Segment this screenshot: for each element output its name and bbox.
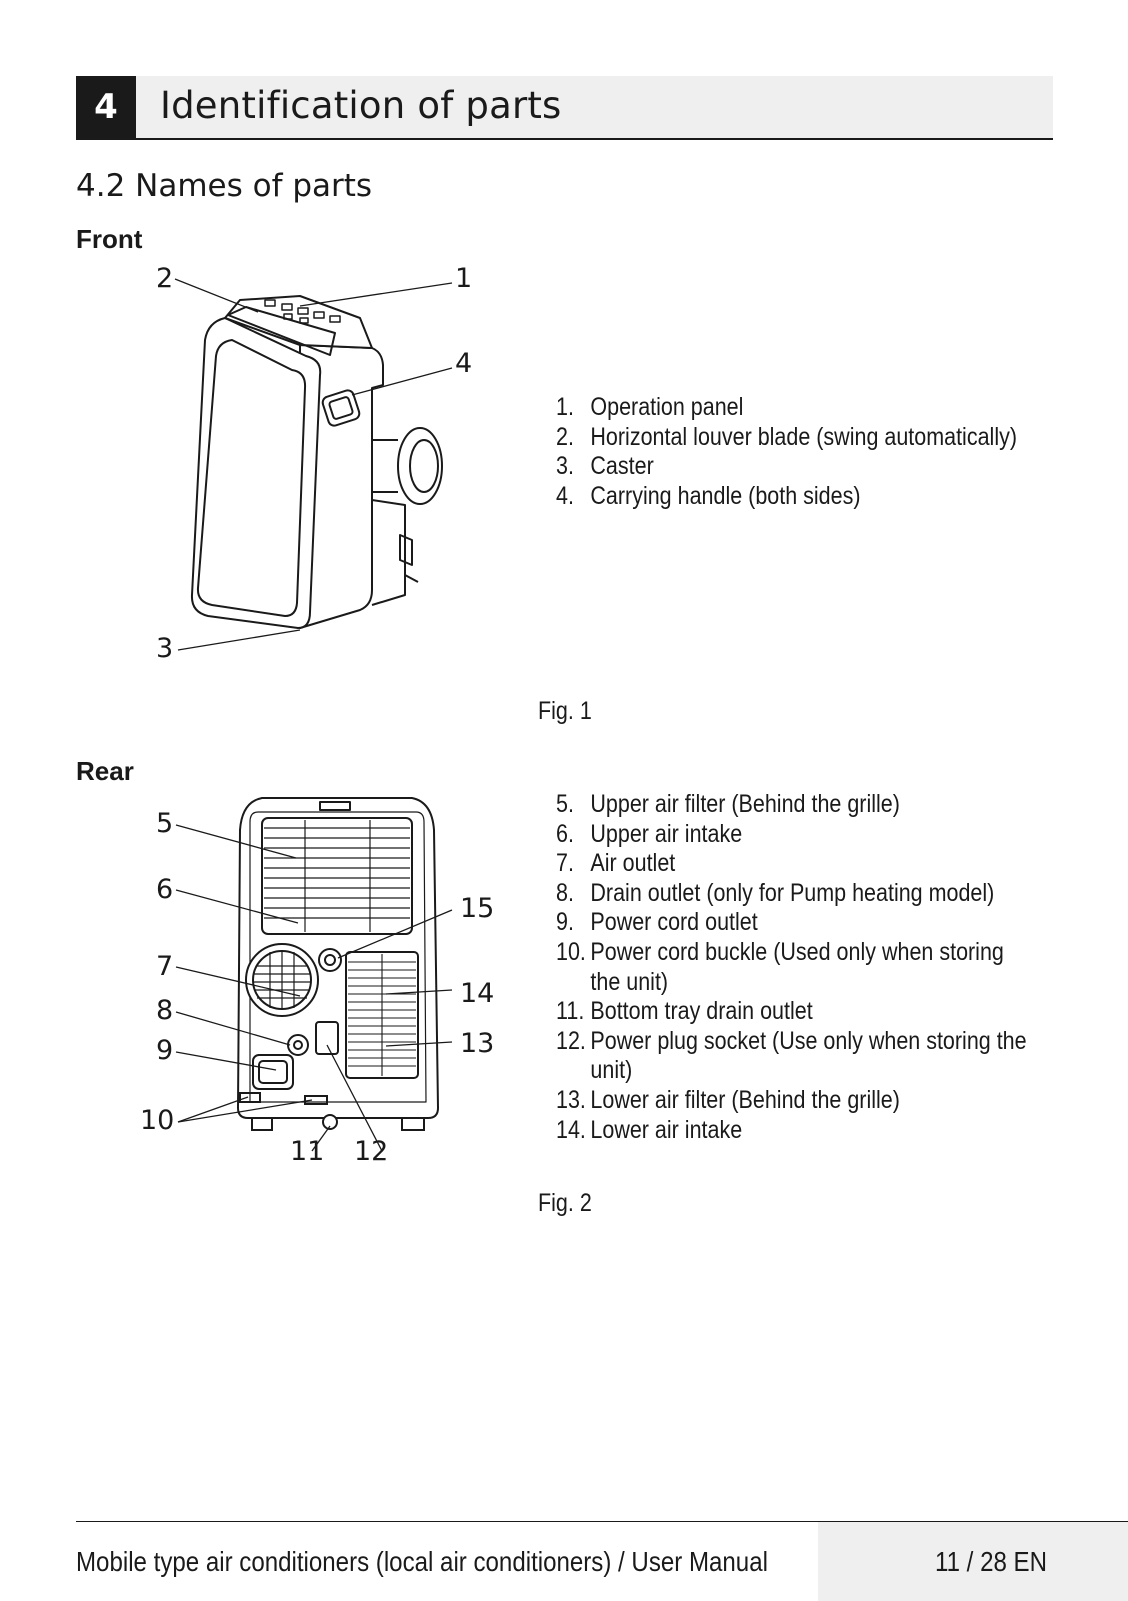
rear-parts-list: 5. Upper air filter (Behind the grille) 6… xyxy=(556,790,1038,1145)
callout-rear-6: 6 xyxy=(156,874,174,905)
list-item: 12.Power plug socket (Use only when stor… xyxy=(556,1027,1038,1086)
chapter-header: 4 Identification of parts xyxy=(76,76,1053,140)
list-item: 11.Bottom tray drain outlet xyxy=(556,997,1038,1027)
page-number: 11 / 28 EN xyxy=(935,1546,1048,1577)
callout-front-1: 1 xyxy=(455,263,473,294)
item-number: 9. xyxy=(556,908,574,937)
footer-divider xyxy=(76,1521,1128,1522)
callout-rear-15: 15 xyxy=(460,893,495,924)
item-number: 12. xyxy=(556,1026,586,1055)
callout-front-3: 3 xyxy=(156,633,174,664)
item-number: 11. xyxy=(556,997,585,1026)
callout-rear-5: 5 xyxy=(156,808,174,839)
list-item: 4. Carrying handle (both sides) xyxy=(556,482,1038,512)
list-item: 10.Power cord buckle (Used only when sto… xyxy=(556,938,1038,997)
list-item: 8. Drain outlet (only for Pump heating mo… xyxy=(556,879,1038,909)
item-number: 3. xyxy=(556,452,574,481)
item-number: 7. xyxy=(556,849,574,878)
item-number: 6. xyxy=(556,819,574,848)
item-text: Upper air filter (Behind the grille) xyxy=(590,790,900,818)
item-number: 8. xyxy=(556,878,574,907)
callout-rear-12: 12 xyxy=(354,1136,389,1167)
callout-rear-14: 14 xyxy=(460,978,495,1009)
list-item: 6. Upper air intake xyxy=(556,820,1038,850)
list-item: 3. Caster xyxy=(556,452,1038,482)
item-text: Lower air filter (Behind the grille) xyxy=(590,1085,900,1114)
item-number: 10. xyxy=(556,937,586,966)
list-item: 13.Lower air filter (Behind the grille) xyxy=(556,1086,1038,1116)
rear-unit-illustration xyxy=(175,797,453,1152)
front-parts-list: 1. Operation panel 2. Horizontal louver bl… xyxy=(556,393,1038,511)
callout-rear-7: 7 xyxy=(156,951,174,982)
callout-rear-10: 10 xyxy=(140,1105,175,1136)
item-text: Drain outlet (only for Pump heating mode… xyxy=(590,878,995,907)
item-number: 4. xyxy=(556,481,574,510)
callout-rear-13: 13 xyxy=(460,1028,495,1059)
list-item: 2. Horizontal louver blade (swing automat… xyxy=(556,423,1038,453)
item-text: Operation panel xyxy=(590,393,744,421)
item-number: 1. xyxy=(556,393,574,421)
list-item: 1. Operation panel xyxy=(556,393,1038,423)
item-text: Carrying handle (both sides) xyxy=(590,481,861,510)
item-text: Air outlet xyxy=(590,849,676,878)
item-number: 14. xyxy=(556,1115,586,1144)
item-text: Bottom tray drain outlet xyxy=(590,997,813,1026)
callout-rear-11: 11 xyxy=(290,1136,325,1167)
front-unit-illustration xyxy=(174,278,453,651)
list-item: 5. Upper air filter (Behind the grille) xyxy=(556,790,1038,820)
callout-rear-9: 9 xyxy=(156,1035,174,1066)
item-number: 13. xyxy=(556,1085,586,1114)
item-text: Lower air intake xyxy=(590,1115,743,1144)
front-heading: Front xyxy=(76,224,143,254)
list-item: 14.Lower air intake xyxy=(556,1116,1038,1146)
chapter-title: Identification of parts xyxy=(160,84,562,127)
chapter-number: 4 xyxy=(76,76,136,138)
footer-title: Mobile type air conditioners (local air … xyxy=(76,1546,768,1577)
footer-page-box xyxy=(818,1522,1128,1601)
figure-caption-1: Fig. 1 xyxy=(538,697,592,725)
section-title: 4.2 Names of parts xyxy=(76,168,373,204)
rear-heading: Rear xyxy=(76,756,134,786)
item-text: Power cord outlet xyxy=(590,908,758,937)
item-text: Power cord buckle (Used only when storin… xyxy=(590,937,1004,996)
item-text: Upper air intake xyxy=(590,819,743,848)
callout-rear-8: 8 xyxy=(156,995,174,1026)
item-text: Power plug socket (Use only when storing… xyxy=(590,1026,1027,1085)
item-number: 5. xyxy=(556,790,574,818)
callout-front-4: 4 xyxy=(455,348,473,379)
list-item: 7. Air outlet xyxy=(556,849,1038,879)
list-item: 9. Power cord outlet xyxy=(556,908,1038,938)
item-text: Caster xyxy=(590,452,654,481)
item-number: 2. xyxy=(556,422,574,451)
figure-caption-2: Fig. 2 xyxy=(538,1189,592,1217)
callout-front-2: 2 xyxy=(156,263,174,294)
item-text: Horizontal louver blade (swing automatic… xyxy=(590,422,1018,451)
